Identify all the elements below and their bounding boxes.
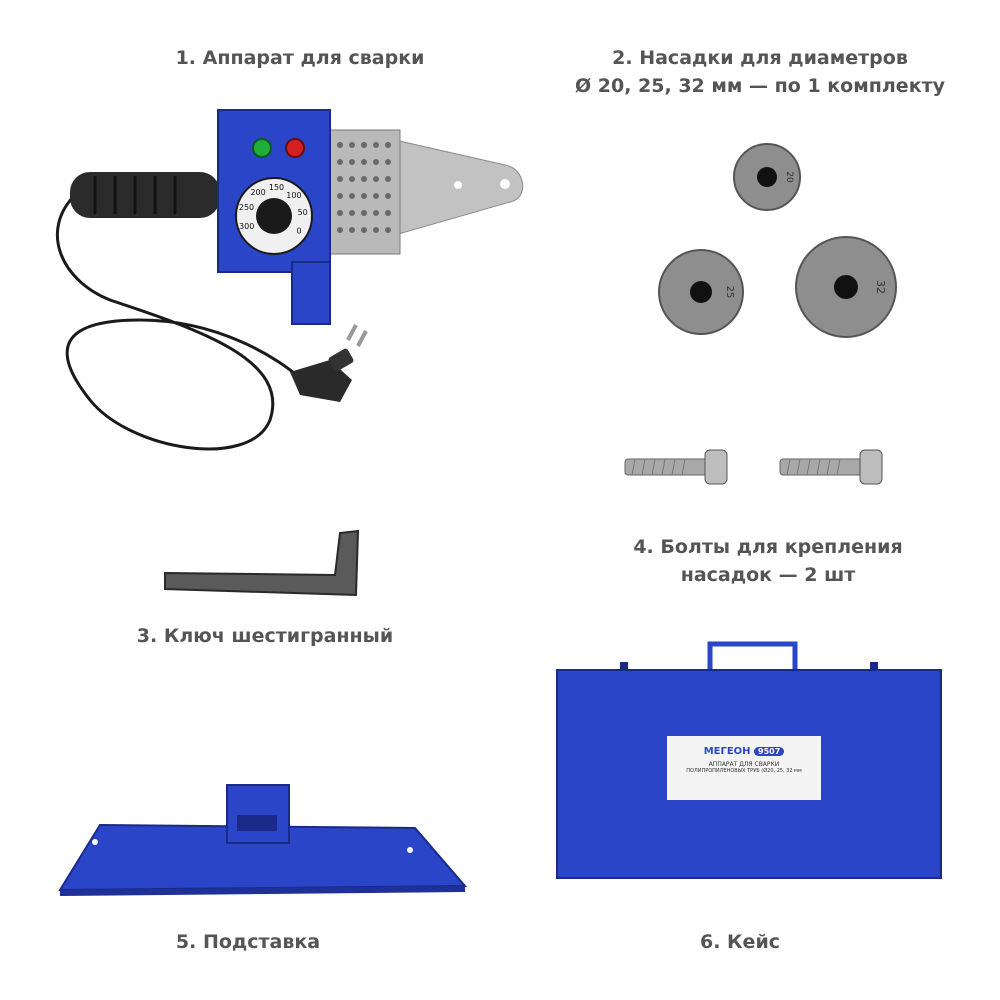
caption-case: 6. Кейс bbox=[699, 931, 781, 953]
case-handle-icon bbox=[707, 641, 798, 672]
dial-label: 100 bbox=[286, 191, 301, 200]
hex-key-image bbox=[164, 529, 360, 597]
caption-hex-key: 3. Ключ шестигранный bbox=[136, 625, 394, 647]
nozzle-32-label: 32 bbox=[874, 280, 887, 294]
caption-nozzles-line1: 2. Насадки для диаметров bbox=[612, 47, 908, 69]
nozzle-32: 32 bbox=[795, 236, 897, 338]
case-label: MEГЕОН 9507 АППАРАТ ДЛЯ СВАРКИ ПОЛИПРОПИ… bbox=[667, 736, 821, 800]
heating-plate-icon bbox=[394, 139, 524, 236]
case-label-line1: АППАРАТ ДЛЯ СВАРКИ bbox=[708, 761, 780, 768]
caption-stand: 5. Подставка bbox=[175, 931, 321, 953]
handle-icon bbox=[70, 172, 220, 218]
dial-label: 50 bbox=[298, 208, 308, 217]
nozzles-image: 20 25 32 bbox=[658, 143, 897, 338]
caption-nozzles: 2. Насадки для диаметров Ø 20, 25, 32 мм… bbox=[555, 44, 965, 100]
case-latch-icon bbox=[620, 662, 628, 674]
case-image: MEГЕОН 9507 АППАРАТ ДЛЯ СВАРКИ ПОЛИПРОПИ… bbox=[555, 640, 943, 880]
case-label-line2: ПОЛИПРОПИЛЕНОВЫХ ТРУБ (Ø20, 25, 32 мм bbox=[686, 768, 802, 774]
case-brand: MEГЕОН bbox=[703, 746, 751, 757]
dial-knob-icon bbox=[256, 198, 292, 234]
bolt-icon bbox=[779, 449, 883, 485]
nozzle-20: 20 bbox=[733, 143, 801, 211]
nozzle-25: 25 bbox=[658, 249, 744, 335]
heat-shield-icon bbox=[327, 129, 401, 255]
bolt-icon bbox=[624, 449, 728, 485]
caption-bolts: 4. Болты для крепления насадок — 2 шт bbox=[598, 533, 938, 589]
case-latch-icon bbox=[870, 662, 878, 674]
hex-key-icon bbox=[164, 529, 360, 597]
dial-label: 300 bbox=[239, 222, 254, 231]
stand-icon bbox=[58, 784, 468, 896]
caption-nozzles-line2: Ø 20, 25, 32 мм — по 1 комплекту bbox=[575, 75, 945, 97]
dial-label: 0 bbox=[297, 227, 302, 236]
nozzle-20-label: 20 bbox=[784, 171, 794, 183]
dial-label: 250 bbox=[239, 203, 254, 212]
plug-icon bbox=[290, 324, 368, 402]
nozzle-25-label: 25 bbox=[724, 286, 735, 299]
caption-welding-device: 1. Аппарат для сварки bbox=[175, 47, 425, 69]
dial-label: 150 bbox=[269, 183, 284, 192]
bolts-image bbox=[624, 449, 883, 485]
caption-bolts-line2: насадок — 2 шт bbox=[680, 564, 856, 586]
dial-label: 200 bbox=[250, 188, 265, 197]
caption-bolts-line1: 4. Болты для крепления bbox=[633, 536, 903, 558]
green-led-icon bbox=[252, 138, 272, 158]
stand-image bbox=[58, 784, 468, 896]
case-badge: 9507 bbox=[754, 747, 785, 756]
red-led-icon bbox=[285, 138, 305, 158]
